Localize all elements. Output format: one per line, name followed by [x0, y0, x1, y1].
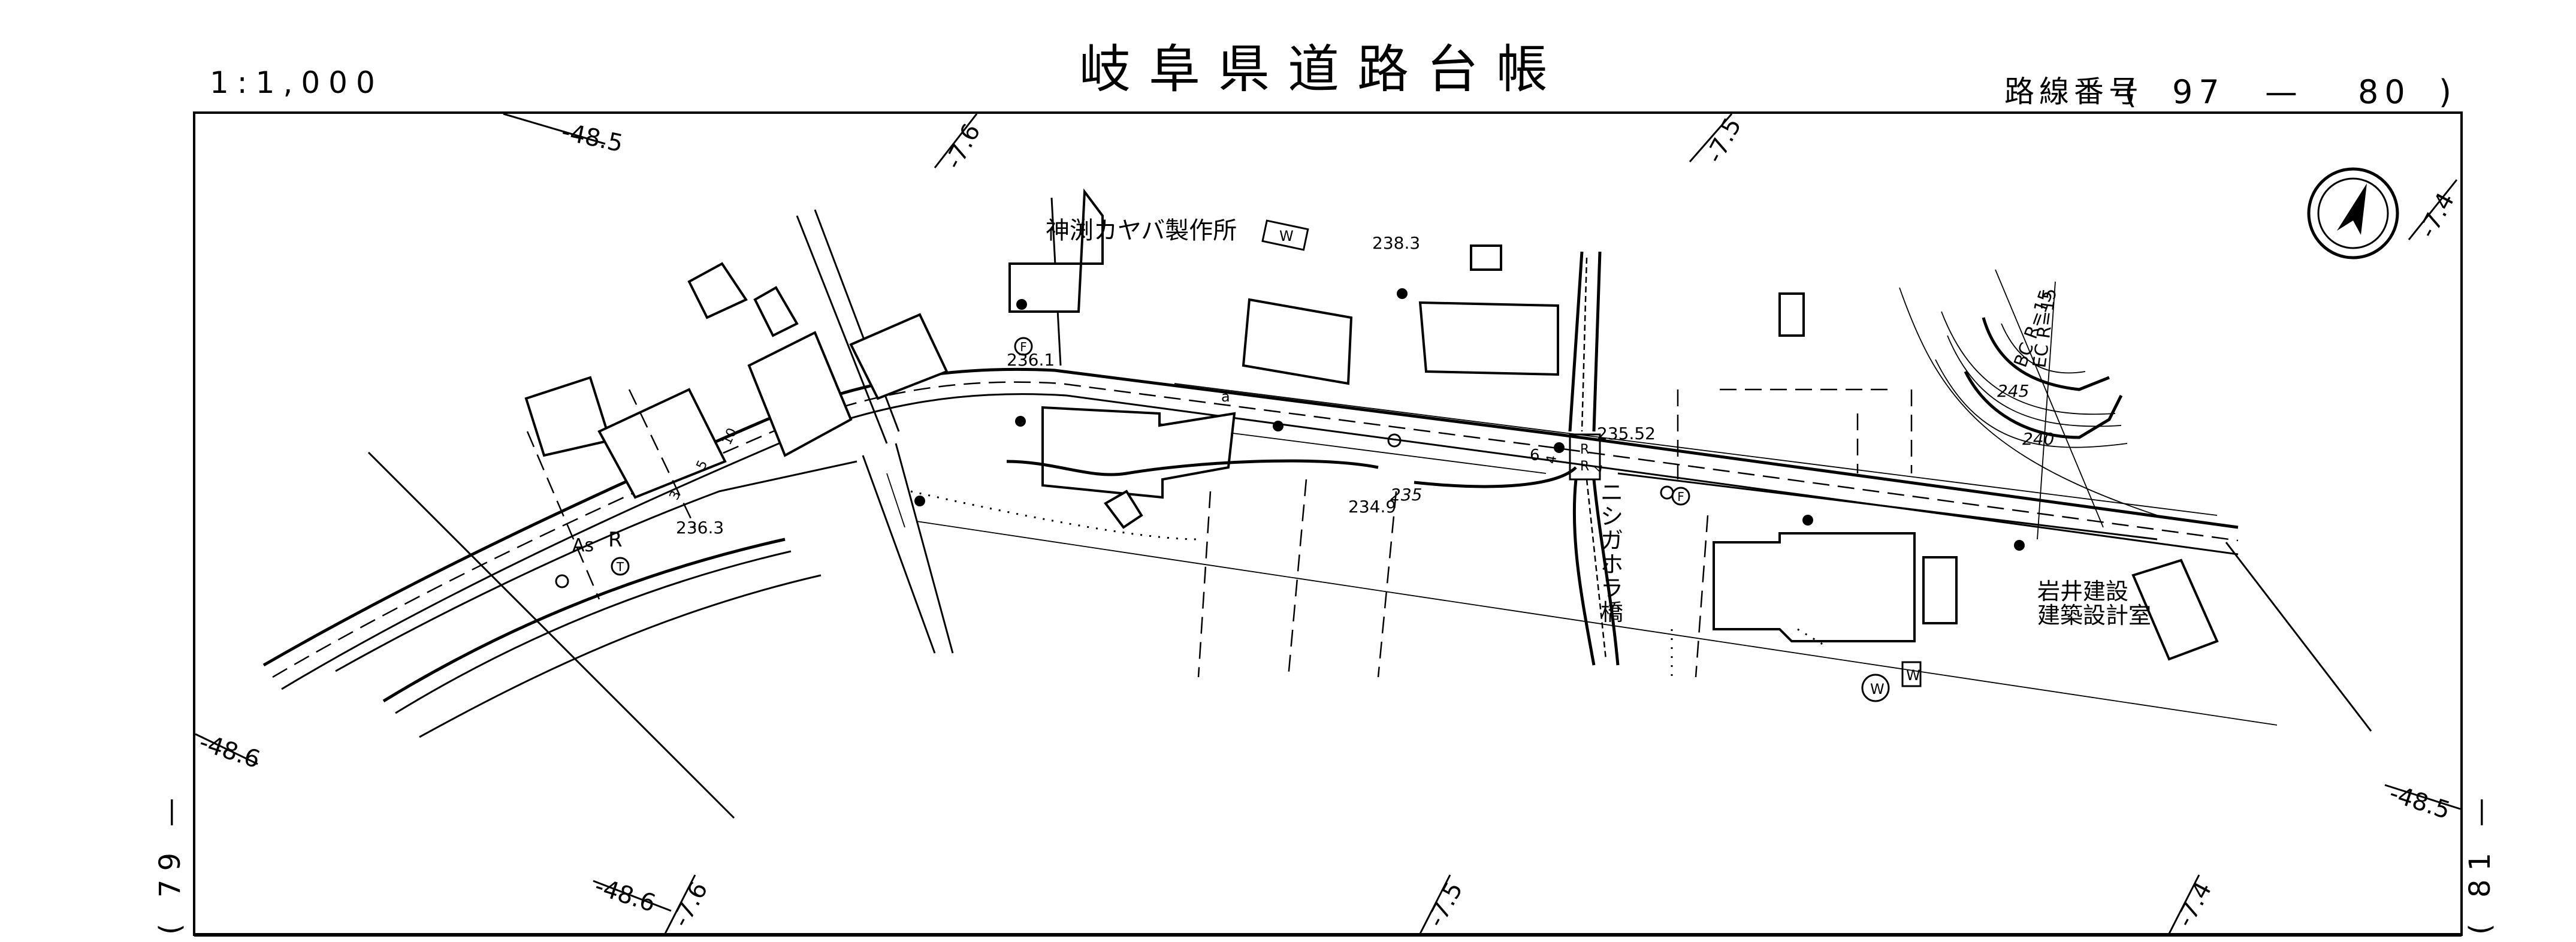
boundary-line — [2225, 542, 2372, 732]
grid-label: -7.5 — [1422, 877, 1468, 932]
svg-text:ラ: ラ — [1600, 575, 1623, 602]
route-number-label: 路線番号 — [2004, 74, 2143, 109]
road-r-label: R — [608, 528, 623, 552]
north-arrow-icon — [2307, 167, 2399, 259]
water-markers: W W W — [1261, 219, 1922, 702]
adjacent-sheet-left: ( 79 — — [153, 790, 187, 935]
svg-text:W: W — [1279, 228, 1294, 244]
main-road — [262, 367, 2239, 738]
grid-label: -48.5 — [2386, 780, 2454, 825]
svg-text:F: F — [1020, 340, 1027, 354]
road-width-label: 4 — [1591, 463, 1608, 474]
office-label-line1: 岩井建設 — [2037, 578, 2128, 605]
grid-label: -48.6 — [591, 872, 659, 918]
pavement-asphalt-label: As — [572, 535, 594, 556]
grid-label: -7.6 — [667, 877, 713, 932]
stream — [1568, 251, 1620, 666]
svg-text:ニ: ニ — [1600, 479, 1623, 506]
road-width-label: 3 — [667, 488, 684, 502]
buildings — [524, 188, 2219, 661]
adjacent-sheet-right: ( 81 — — [2463, 790, 2497, 935]
parcel-lines — [526, 388, 1913, 683]
svg-text:シ: シ — [1600, 503, 1623, 530]
svg-text:ホ: ホ — [1600, 551, 1623, 578]
elevation-label: 236.3 — [676, 518, 724, 538]
route-close-paren: ) — [2439, 73, 2451, 111]
svg-text:橋: 橋 — [1600, 599, 1623, 626]
contour-label: 245 — [1997, 381, 2029, 401]
elevation-label: 238.3 — [1372, 233, 1420, 253]
grid-label: -7.5 — [1701, 113, 1747, 168]
office-label-line2: 建築設計室 — [2037, 602, 2151, 629]
route-number: 路線番号 ( 97 — 80 ) — [2004, 73, 2451, 111]
contour-label: 240 — [2022, 429, 2054, 449]
fire-hydrant-icon: F F — [1014, 337, 1690, 506]
bridge-r-label: R — [1580, 459, 1589, 474]
telephone-icon: T — [611, 557, 630, 576]
boundary-line — [916, 521, 2278, 726]
grid-label: -7.4 — [2171, 877, 2217, 932]
annotation-letter: a — [1221, 388, 1230, 405]
grid-label: -7.6 — [940, 119, 986, 174]
scale-label: 1:1,000 — [210, 65, 383, 100]
elevation-label: 236.1 — [1007, 350, 1055, 370]
bridge-r-label: R — [1580, 442, 1589, 457]
svg-text:T: T — [616, 560, 624, 574]
svg-text:W: W — [1870, 681, 1885, 698]
route-dash: — — [2265, 73, 2297, 111]
road-width-label: 4 — [1544, 454, 1560, 465]
route-major: 97 — [2172, 73, 2225, 111]
contour-label: 235 — [1390, 485, 1422, 505]
contours — [1006, 269, 2158, 540]
bridge-icon — [1569, 433, 1601, 481]
grid-label: -48.6 — [196, 729, 264, 774]
route-minor: 80 — [2358, 73, 2411, 111]
svg-text:F: F — [1677, 490, 1684, 504]
svg-text:ガ: ガ — [1600, 527, 1623, 554]
bridge-name-label: ニ シ ガ ホ ラ 橋 — [1600, 479, 1623, 626]
factory-label: 神渕カヤバ製作所 — [1046, 217, 1237, 244]
map-title: 岐阜県道路台帳 — [1079, 40, 1566, 99]
elevation-label: 235.52 — [1597, 424, 1656, 443]
road-width-label: 10 — [720, 426, 740, 448]
grid-label: -7.4 — [2414, 188, 2460, 243]
elevation-label: 234.9 — [1348, 497, 1396, 517]
grid-label: -48.5 — [559, 118, 626, 158]
road-width-label: 6 — [1530, 446, 1540, 464]
route-open-paren: ( — [2124, 73, 2137, 111]
svg-text:W: W — [1906, 667, 1920, 684]
boundary-line — [367, 451, 735, 819]
